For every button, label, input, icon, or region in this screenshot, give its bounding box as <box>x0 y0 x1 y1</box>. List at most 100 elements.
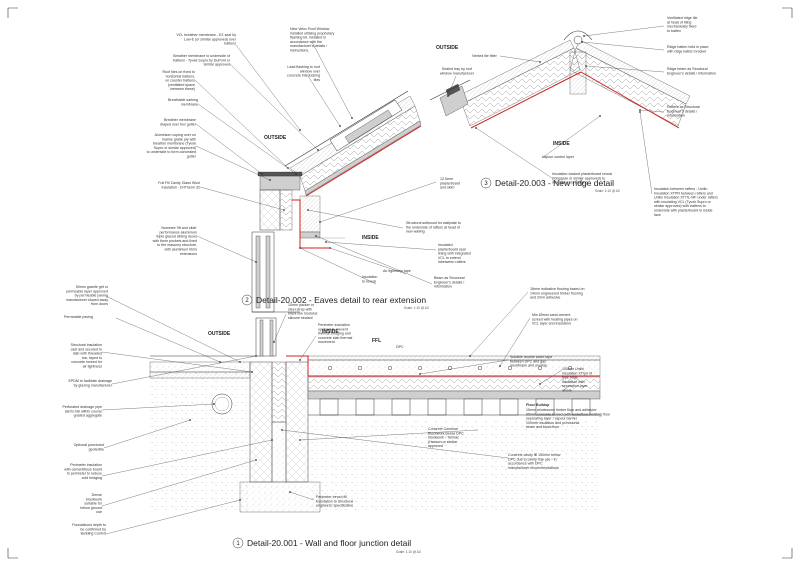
note-line: 12.5mm <box>440 177 453 181</box>
note-line: Engineer's details / <box>667 109 697 113</box>
note-line: foundation to Structural <box>316 499 353 503</box>
note-line: be confirmed by <box>80 527 106 531</box>
note-line: Building Control <box>81 532 107 536</box>
note-line: Perimeter insulation <box>318 323 350 327</box>
note-line: above <box>562 389 572 393</box>
wall-floor-detail-drawing <box>149 317 601 513</box>
note-line: with cementitious board <box>64 467 102 471</box>
note-line: New Velux Roof Window <box>290 27 330 31</box>
note-line: lining with integrated <box>438 252 471 256</box>
note-line: manufacturer's details / <box>290 44 327 48</box>
note-line: blockwork - Tarmac <box>428 436 459 440</box>
detail-scale: Scale: 1:10 @ A3 <box>396 550 421 554</box>
crop-marks <box>7 7 793 559</box>
note-line: 100mm insulation and provisional <box>526 421 580 425</box>
note-line: Insulation XTPR between rafters and <box>654 191 713 195</box>
note-line: silicone sealant <box>288 316 313 320</box>
note-floor-buildup: 15mm wholesome timber floor and adhesive… <box>526 408 611 429</box>
note-line: permeable layer approved <box>66 289 108 293</box>
note-line: VCL layer and insulation <box>532 322 571 326</box>
note-line: manufacturer recommendations <box>508 466 559 470</box>
eaves-inside-label: INSIDE <box>362 235 379 241</box>
note-line: concrete screed for <box>71 360 103 364</box>
wall-inside-label: INSIDE <box>322 329 339 335</box>
detail-scale: Scale: 1:10 @ A3 <box>404 306 429 310</box>
note-line: Air tightness tape <box>383 269 411 273</box>
note-line: and skim <box>440 186 454 190</box>
note-line: Insulated <box>438 243 453 247</box>
note-line: flashing kit, installed in <box>290 36 326 40</box>
note-line: cast and secured to <box>71 347 102 351</box>
note-air-tape: Air tightness tape <box>383 269 411 273</box>
note-line: suitable for <box>84 502 102 506</box>
note-line: horizontal battens, <box>166 74 195 78</box>
note-line: with ridge batten bracket <box>667 49 706 53</box>
note-line: VCL to extend <box>438 256 461 260</box>
note-line: Engineer's details / information <box>667 71 716 75</box>
note-line: window manufacturer <box>440 71 475 75</box>
note-line: Structural softwood for wallplate to <box>406 221 461 225</box>
note-line: Rafters as Structural <box>667 105 700 109</box>
note-line: Vented tile fitter <box>472 54 498 58</box>
note-line: Beam as Structural <box>434 276 465 280</box>
detail-scale: Scale: 1:10 @ A3 <box>595 189 620 193</box>
note-line: Dense <box>92 493 102 497</box>
note-floor-buildup-title: Floor Buildup <box>526 403 550 407</box>
detail-number: 2 <box>245 298 249 304</box>
note-line: plasterboard <box>440 181 460 185</box>
note-line: Perimeter insulation <box>70 463 102 467</box>
note-line: window over <box>300 69 321 73</box>
detail-title-wall: 1 Detail-20.001 - Wall and floor junctio… <box>232 537 421 554</box>
note-line: to the masonry structure, <box>157 243 197 247</box>
note-line: 10mm packer or <box>288 303 315 307</box>
note-permeable-paving: Permeable paving <box>64 315 93 319</box>
note-line: to reveal <box>362 279 376 283</box>
ridge-inside-label: INSIDE <box>553 141 570 147</box>
note-line: approved <box>428 444 443 448</box>
note-line: black low modulus <box>288 312 318 316</box>
note-line: between DPC and gas <box>510 359 546 363</box>
detail-title: Detail-20.001 - Wall and floor junction … <box>247 538 411 548</box>
eaves-outside-label: OUTSIDE <box>264 135 287 141</box>
note-line: breather membrane (Tyvek <box>153 142 196 146</box>
note-line: Supro or similar approved) <box>154 146 196 150</box>
underfloor-heating-pipes <box>327 365 573 371</box>
note-line: Insulation <box>362 275 377 279</box>
note-line: inbetween rafters <box>438 260 466 264</box>
note-line: underside with plasterboard to inside <box>654 209 713 213</box>
note-line: from doors <box>91 302 108 306</box>
beam-and-block <box>319 398 591 416</box>
detail-number: 3 <box>484 181 488 187</box>
note-line: Lead flashing to roof <box>287 65 320 69</box>
note-line: (Kingspan or similar approved) to <box>552 176 605 180</box>
note-line: accordance with the <box>290 40 322 44</box>
note-line: separating layer / vapour barrier <box>526 417 578 421</box>
note-line: steel strap with <box>288 307 312 311</box>
note-line: insulation with <box>562 380 585 384</box>
note-line: DPC due to cavity tray use - in <box>508 457 557 461</box>
note-line: to underside to form concealed <box>147 150 196 154</box>
note-line: Ventilated ridge tile <box>667 16 697 20</box>
note-line: thermal bridging and <box>318 332 351 336</box>
note-line: Roof tiles on fixed to <box>162 70 195 74</box>
